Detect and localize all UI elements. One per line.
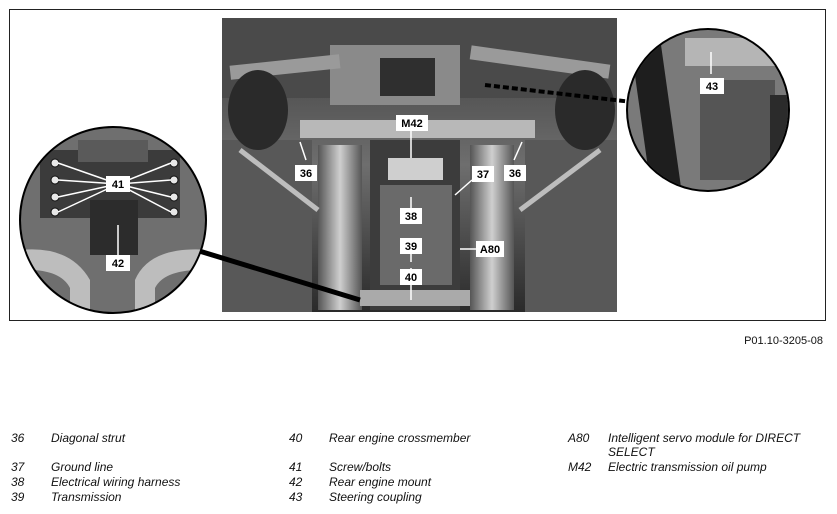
right-detail-inset — [626, 28, 790, 192]
svg-text:40: 40 — [405, 272, 417, 284]
legend-description: Electrical wiring harness — [51, 475, 181, 489]
legend-description: Electric transmission oil pump — [608, 460, 767, 474]
legend-number: 41 — [289, 460, 303, 474]
svg-text:43: 43 — [706, 81, 718, 93]
svg-text:41: 41 — [112, 179, 124, 191]
legend-number: 37 — [11, 460, 25, 474]
svg-text:38: 38 — [405, 211, 417, 223]
callout-41: 41 — [106, 176, 130, 192]
legend-number: 42 — [289, 475, 303, 489]
legend-description: Transmission — [51, 490, 122, 504]
svg-text:36: 36 — [300, 168, 312, 180]
callout-36-right: 36 — [504, 165, 526, 181]
legend-description: Intelligent servo module for DIRECT SELE… — [608, 431, 801, 459]
left-detail-inset — [19, 126, 207, 314]
svg-text:42: 42 — [112, 258, 124, 270]
svg-text:37: 37 — [477, 169, 489, 181]
callout-m42: M42 — [396, 115, 428, 131]
legend-number: A80 — [568, 431, 590, 445]
legend-number: 39 — [11, 490, 25, 504]
legend-description: Steering coupling — [329, 490, 422, 504]
legend-description: Screw/bolts — [329, 460, 392, 474]
legend-description: Rear engine mount — [329, 475, 432, 489]
callout-a80: A80 — [476, 241, 504, 257]
callout-39: 39 — [400, 238, 422, 254]
vehicle-underside-illustration: 36 36 37 38 39 40 41 42 — [19, 18, 790, 314]
svg-text:39: 39 — [405, 241, 417, 253]
legend-description: Diagonal strut — [51, 431, 126, 445]
legend-number: 38 — [11, 475, 25, 489]
legend-number: M42 — [568, 460, 592, 474]
svg-text:A80: A80 — [480, 244, 500, 256]
callout-38: 38 — [400, 208, 422, 224]
legend-number: 36 — [11, 431, 25, 445]
svg-text:36: 36 — [509, 168, 521, 180]
legend-description: Rear engine crossmember — [329, 431, 471, 445]
callout-37: 37 — [472, 166, 494, 182]
main-photo — [222, 18, 617, 312]
legend-description: Ground line — [51, 460, 114, 474]
callout-40: 40 — [400, 269, 422, 285]
legend-number: 40 — [289, 431, 303, 445]
callout-43: 43 — [700, 78, 724, 94]
svg-text:M42: M42 — [401, 118, 422, 130]
legend-number: 43 — [289, 490, 303, 504]
callout-36-left: 36 — [295, 165, 317, 181]
figure-reference: P01.10-3205-08 — [744, 335, 823, 347]
callout-42: 42 — [106, 255, 130, 271]
